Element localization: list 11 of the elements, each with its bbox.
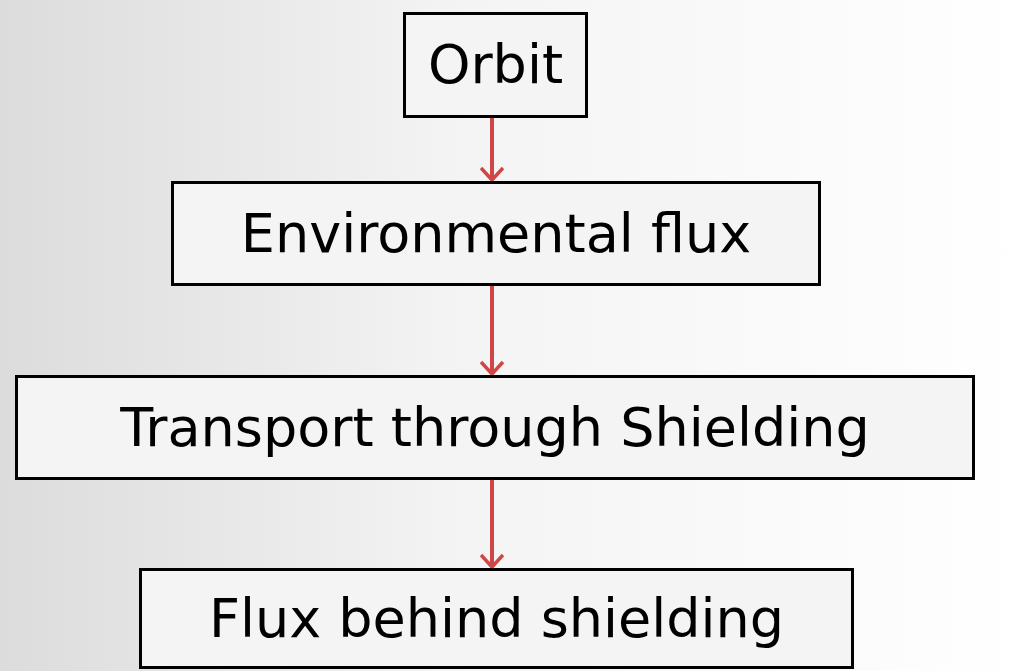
process-box xyxy=(171,181,821,286)
process-box xyxy=(15,375,975,480)
box-label: Orbit xyxy=(427,38,564,92)
box-label: Transport through Shielding xyxy=(120,400,870,455)
process-box xyxy=(403,12,588,118)
arrow xyxy=(479,286,505,376)
process-box xyxy=(139,568,854,669)
box-label: Environmental flux xyxy=(240,206,752,261)
arrow xyxy=(479,118,505,182)
box-label: Flux behind shielding xyxy=(208,591,785,646)
arrow xyxy=(479,480,505,569)
